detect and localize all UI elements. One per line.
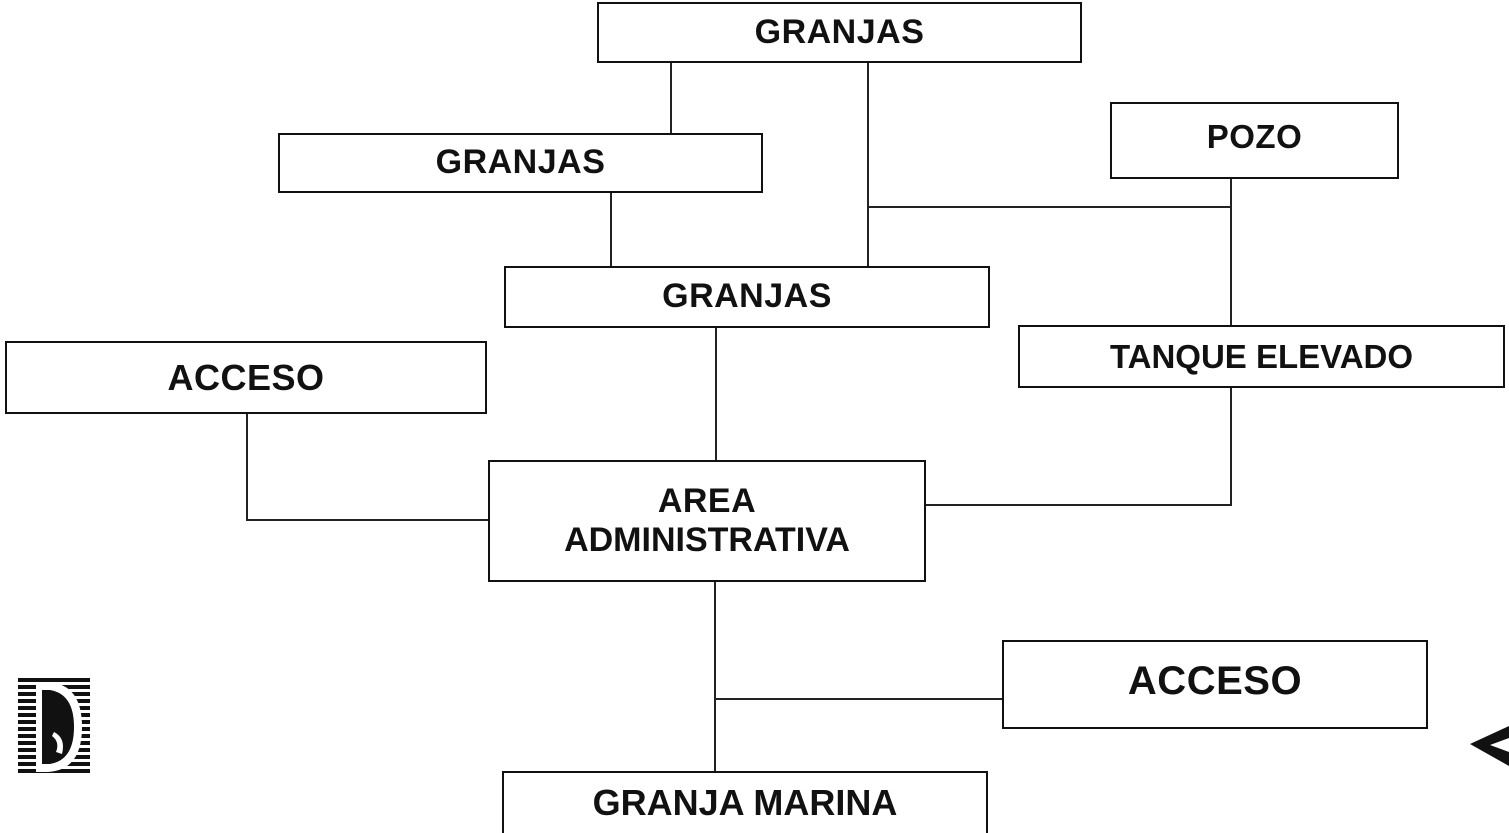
connector-line <box>246 413 248 521</box>
node-label: GRANJA MARINA <box>592 782 898 824</box>
connector-line <box>670 61 672 133</box>
node-acceso-left: ACCESO <box>5 341 487 414</box>
connector-line <box>714 698 1004 700</box>
node-label: ACCESO <box>167 357 325 398</box>
connector-line <box>610 192 612 267</box>
arrow-mark-icon <box>1470 726 1509 766</box>
node-granjas-center: GRANJAS <box>504 266 990 328</box>
node-label: TANQUE ELEVADO <box>1109 337 1414 375</box>
connector-line <box>246 519 490 521</box>
node-area-administrativa: AREA ADMINISTRATIVA <box>488 460 926 582</box>
connector-line <box>925 504 1232 506</box>
connector-line <box>867 206 1232 208</box>
node-label-line1: AREA <box>657 481 757 520</box>
node-granjas-mid: GRANJAS <box>278 133 763 193</box>
node-label: POZO <box>1206 118 1303 155</box>
node-label: GRANJAS <box>754 12 925 51</box>
node-label: ACCESO <box>1127 659 1303 703</box>
node-label: GRANJAS <box>435 143 606 182</box>
logo-icon <box>18 678 90 773</box>
node-tanque-elevado: TANQUE ELEVADO <box>1018 325 1505 388</box>
node-acceso-right: ACCESO <box>1002 640 1428 729</box>
node-granjas-top: GRANJAS <box>597 2 1082 63</box>
connector-line <box>1230 387 1232 506</box>
node-label-line2: ADMINISTRATIVA <box>564 521 850 559</box>
connector-line <box>714 581 716 773</box>
connector-line <box>867 61 869 267</box>
node-granja-marina: GRANJA MARINA <box>502 771 988 833</box>
node-pozo: POZO <box>1110 102 1399 179</box>
connector-line <box>715 327 717 461</box>
connector-line <box>1230 178 1232 326</box>
node-label: GRANJAS <box>662 277 832 316</box>
